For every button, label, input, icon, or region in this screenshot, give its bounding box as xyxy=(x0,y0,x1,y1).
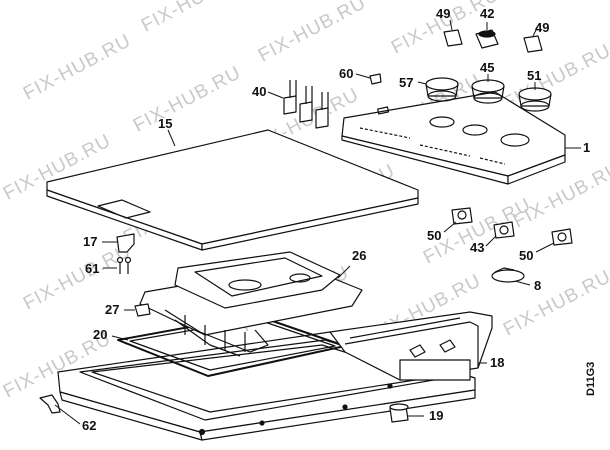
part-60-clip xyxy=(369,73,382,85)
label-40: 40 xyxy=(252,84,266,99)
part-1-control-panel xyxy=(341,91,566,185)
label-50-right: 50 xyxy=(519,248,533,263)
diagram-code: D11G3 xyxy=(585,361,597,396)
part-62-bracket xyxy=(39,394,61,414)
part-50-switch-left xyxy=(451,207,473,225)
label-27: 27 xyxy=(105,302,119,317)
part-61-screws xyxy=(116,256,132,274)
part-42-button xyxy=(475,29,499,49)
part-26-dispenser xyxy=(139,251,363,357)
label-49-right: 49 xyxy=(535,20,549,35)
part-50-switch-right xyxy=(551,228,573,246)
label-50-left: 50 xyxy=(427,228,441,243)
label-57: 57 xyxy=(399,75,413,90)
label-26: 26 xyxy=(352,248,366,263)
part-17-hinge xyxy=(116,233,135,253)
part-49-button-right xyxy=(523,35,543,53)
part-8-knob xyxy=(491,267,525,283)
part-15-lid xyxy=(46,129,419,251)
label-17: 17 xyxy=(83,234,97,249)
label-20: 20 xyxy=(93,327,107,342)
part-27-clip xyxy=(134,303,151,317)
part-51-knob xyxy=(518,87,552,112)
label-45: 45 xyxy=(480,60,494,75)
label-18: 18 xyxy=(490,355,504,370)
label-51: 51 xyxy=(527,68,541,83)
part-19-foot xyxy=(389,403,409,423)
leader-lines xyxy=(54,19,581,425)
part-57-knob xyxy=(425,77,459,102)
callout-labels: 15 40 60 57 45 51 49 42 49 1 50 43 50 8 … xyxy=(82,6,590,433)
label-43: 43 xyxy=(470,240,484,255)
label-19: 19 xyxy=(429,408,443,423)
label-49-left: 49 xyxy=(436,6,450,21)
label-8: 8 xyxy=(534,278,541,293)
label-42: 42 xyxy=(480,6,494,21)
part-43-switch xyxy=(493,221,515,239)
label-62: 62 xyxy=(82,418,96,433)
label-61: 61 xyxy=(85,261,99,276)
label-15: 15 xyxy=(158,116,172,131)
part-18-rear-rail xyxy=(329,311,493,381)
label-60: 60 xyxy=(339,66,353,81)
part-40-switches xyxy=(283,80,329,129)
label-1: 1 xyxy=(583,140,590,155)
part-49-button-left xyxy=(443,29,463,47)
